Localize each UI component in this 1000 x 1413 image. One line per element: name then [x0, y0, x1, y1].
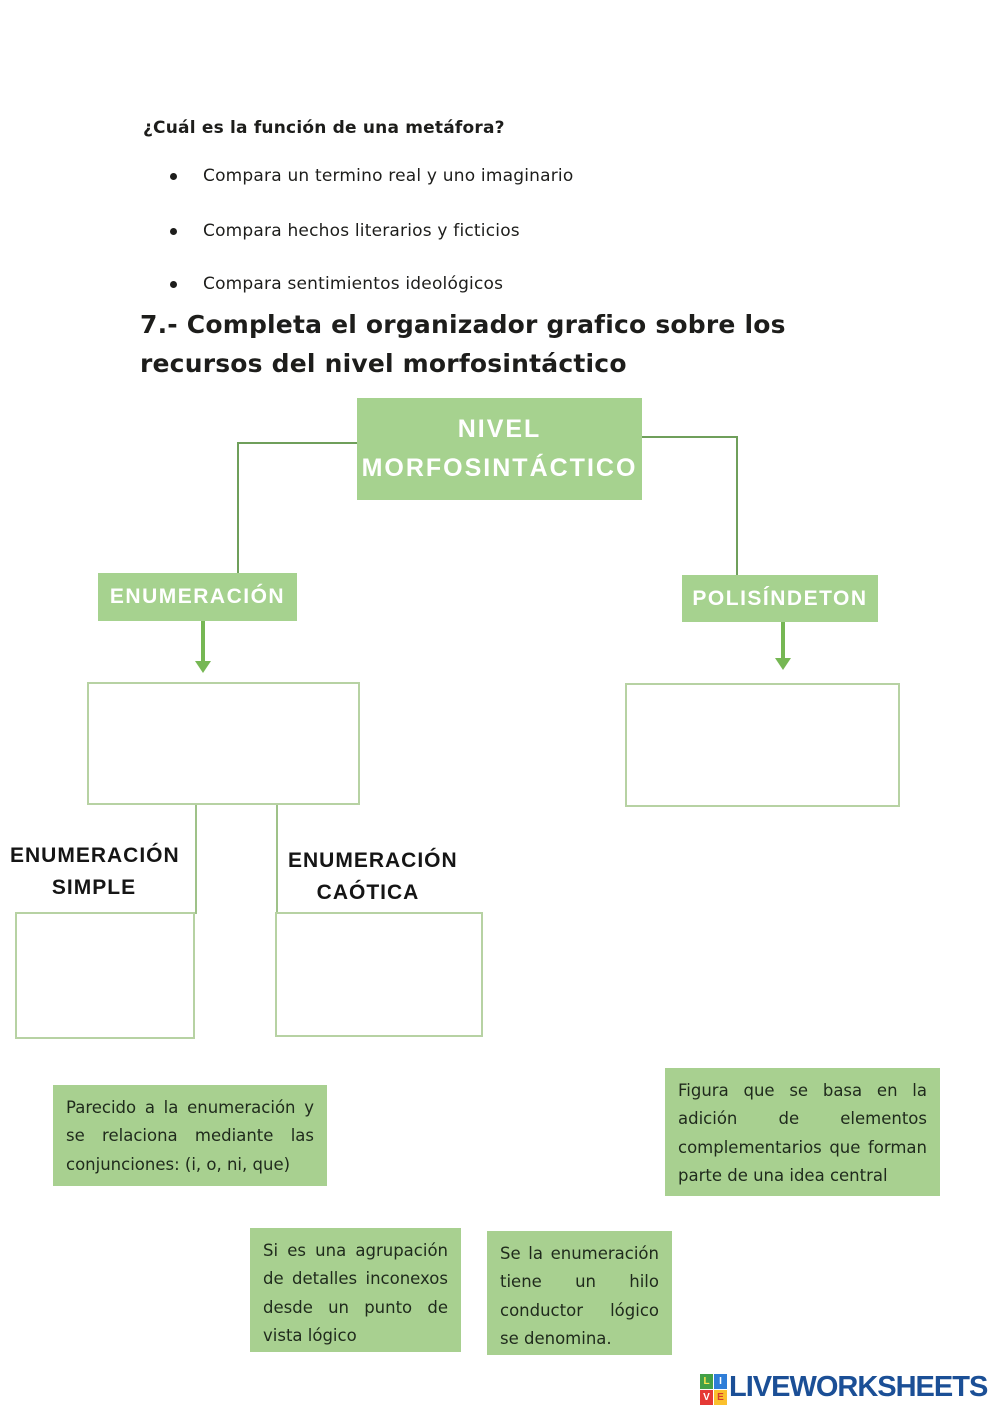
- arrow-down-right-icon: [775, 658, 791, 670]
- arrow-down-right-stem: [781, 622, 785, 660]
- bullet-item: Compara hechos literarios y ficticios: [170, 221, 520, 241]
- liveworksheets-logo-icon: L I V E: [700, 1374, 727, 1406]
- connector-left-vertical: [237, 442, 239, 574]
- answer-box-polisindeton[interactable]: [625, 683, 900, 807]
- note-hilo-conductor: Se la enumeración tiene un hilo conducto…: [487, 1231, 672, 1355]
- logo-square-v: V: [700, 1390, 713, 1405]
- enumeracion-simple-line1: ENUMERACIÓN: [10, 844, 180, 867]
- enumeracion-caotica-line2: CAÓTICA: [316, 880, 420, 904]
- stub-line-caotica: [276, 805, 278, 914]
- liveworksheets-wordmark: LIVEWORKSHEETS: [729, 1371, 988, 1403]
- stub-line-simple: [195, 805, 197, 914]
- bullet-item: Compara sentimientos ideológicos: [170, 274, 503, 294]
- answer-box-caotica[interactable]: [275, 912, 483, 1037]
- question-text: ¿Cuál es la función de una metáfora?: [143, 118, 505, 138]
- note-agrupacion-inconexa: Si es una agrupación de detalles inconex…: [250, 1228, 461, 1352]
- bullet-text: Compara hechos literarios y ficticios: [203, 221, 520, 241]
- polisindeton-label: POLISÍNDETON: [692, 586, 868, 610]
- note-figura-adicion: Figura que se basa en la adición de elem…: [665, 1068, 940, 1196]
- section-heading: 7.- Completa el organizador grafico sobr…: [140, 310, 786, 378]
- answer-box-enumeracion[interactable]: [87, 682, 360, 805]
- arrow-down-left-icon: [195, 661, 211, 673]
- enumeracion-caotica-label: ENUMERACIÓN CAÓTICA: [288, 845, 457, 908]
- bullet-icon: [170, 172, 177, 180]
- enumeracion-simple-line2: SIMPLE: [51, 875, 137, 899]
- bullet-item: Compara un termino real y uno imaginario: [170, 166, 573, 186]
- logo-square-i: I: [714, 1374, 727, 1389]
- enumeracion-label-box: ENUMERACIÓN: [98, 573, 297, 621]
- bullet-icon: [170, 227, 177, 235]
- answer-box-simple[interactable]: [15, 912, 195, 1039]
- enumeracion-simple-label: ENUMERACIÓN SIMPLE: [10, 840, 180, 903]
- connector-right-horizontal: [642, 436, 737, 438]
- diagram-root-label-line2: MORFOSINTÁCTICO: [361, 454, 638, 482]
- enumeracion-caotica-line1: ENUMERACIÓN: [288, 849, 458, 872]
- enumeracion-label: ENUMERACIÓN: [109, 585, 286, 608]
- bullet-text: Compara un termino real y uno imaginario: [203, 166, 574, 186]
- polisindeton-label-box: POLISÍNDETON: [682, 575, 878, 622]
- bullet-icon: [170, 280, 177, 288]
- connector-right-vertical: [736, 436, 738, 576]
- arrow-down-left-stem: [201, 621, 205, 663]
- note-polisindeton-hint: Parecido a la enumeración y se relaciona…: [53, 1085, 327, 1186]
- logo-square-l: L: [700, 1374, 713, 1389]
- connector-left-horizontal: [238, 442, 357, 444]
- bullet-text: Compara sentimientos ideológicos: [203, 274, 504, 294]
- diagram-root-box: NIVEL MORFOSINTÁCTICO: [357, 398, 642, 500]
- logo-square-e: E: [714, 1390, 727, 1405]
- diagram-root-label-line1: NIVEL: [457, 415, 542, 444]
